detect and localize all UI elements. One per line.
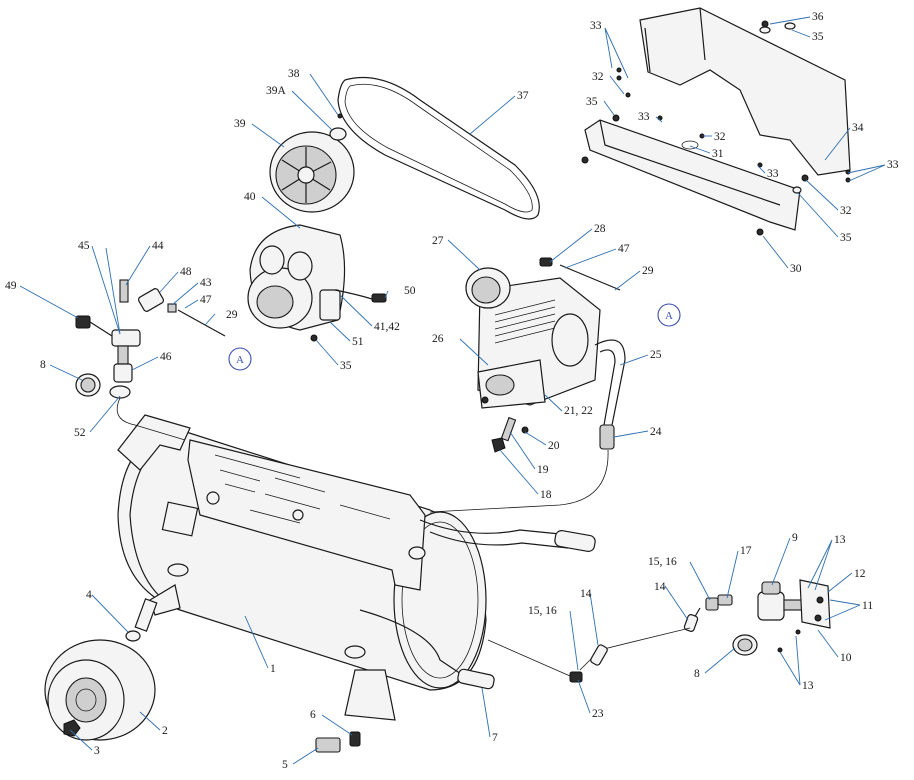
callout-29: 29 [642,265,654,277]
callout-8: 8 [694,668,700,680]
callout-47: 47 [200,294,212,306]
callout-14: 14 [654,581,666,593]
callout-31: 31 [712,148,724,160]
callout-9: 9 [792,532,798,544]
compressor-pump [465,267,601,434]
callout-17: 17 [740,545,752,557]
callout-33: 33 [590,20,602,32]
air-tank [117,414,596,721]
callout-11: 11 [862,600,873,612]
check-valve [599,424,615,450]
air-line [429,449,609,513]
callout-3: 3 [94,745,100,757]
pump-nut [491,437,506,453]
callout-35: 35 [840,232,852,244]
callout-35: 35 [812,31,824,43]
leader-lines [19,16,886,765]
pressure-manifold [75,279,226,441]
callout-18: 18 [540,489,552,501]
connector-a-left-text: A [236,354,244,366]
callout-39a: 39A [266,85,287,97]
callout-36: 36 [812,11,824,23]
callout-13: 13 [834,534,846,546]
callout-32: 32 [840,205,852,217]
callout-25: 25 [650,349,662,361]
callout-33: 33 [887,159,899,171]
callout-38: 38 [288,68,300,80]
callout-23: 23 [592,708,604,720]
callout-10: 10 [840,652,852,664]
connector-a-right-text: A [665,310,673,322]
callout-39: 39 [234,118,246,130]
callout-13: 13 [802,680,814,692]
pump-bolt [500,416,517,442]
callout-33: 33 [638,111,650,123]
callout-labels: 33 36 35 32 35 33 32 31 34 33 33 32 35 3… [5,11,899,771]
callout-50: 50 [404,285,416,297]
electric-motor [247,224,387,342]
regulator-assembly [487,579,831,683]
callout-34: 34 [852,122,864,134]
drive-belt-inner [344,83,533,213]
callout-27: 27 [432,235,444,247]
callout-43: 43 [200,277,212,289]
callout-26: 26 [432,333,444,345]
callout-6: 6 [310,709,316,721]
connector-a-right: A [657,303,681,327]
callout-12: 12 [854,568,866,580]
guard-fasteners [581,20,851,236]
callout-48: 48 [180,266,192,278]
drive-belt [337,76,540,220]
callout-35: 35 [340,360,352,372]
callout-33: 33 [767,168,779,180]
rubber-foot [315,737,341,753]
vent-tube-right [559,264,621,291]
callout-29: 29 [226,309,238,321]
wheel [44,639,156,741]
callout-7: 7 [492,732,498,744]
callout-15-16: 15, 16 [528,605,557,617]
callout-51: 51 [352,336,364,348]
callout-4: 4 [86,589,92,601]
callout-8: 8 [40,359,46,371]
callout-21-22: 21, 22 [564,405,593,417]
callout-41-42: 41,42 [374,321,400,333]
callout-28: 28 [594,223,606,235]
callout-52: 52 [74,427,86,439]
callout-32: 32 [714,131,726,143]
callout-14: 14 [580,588,592,600]
discharge-tube-outer [599,349,616,426]
callout-19: 19 [537,464,549,476]
washer [125,630,141,642]
callout-49: 49 [5,280,17,292]
discharge-tube [594,339,626,426]
callout-1: 1 [270,663,276,675]
callout-15-16: 15, 16 [648,556,677,568]
callout-20: 20 [548,440,560,452]
callout-5: 5 [282,759,288,771]
motor-pulley [269,131,355,213]
callout-35: 35 [586,96,598,108]
callout-2: 2 [162,725,168,737]
pulley-key [329,113,347,141]
callout-37: 37 [517,90,529,102]
callout-45: 45 [78,240,90,252]
drain-valve [349,731,361,747]
pump-fitting [539,257,553,267]
callout-46: 46 [160,351,172,363]
callout-47: 47 [618,243,630,255]
wheel-nut [63,719,81,737]
callout-24: 24 [650,426,662,438]
callout-30: 30 [790,263,802,275]
belt-guard [584,7,851,231]
connector-a-left: A [228,347,252,371]
callout-32: 32 [592,71,604,83]
callout-44: 44 [152,240,164,252]
callout-40: 40 [244,191,256,203]
